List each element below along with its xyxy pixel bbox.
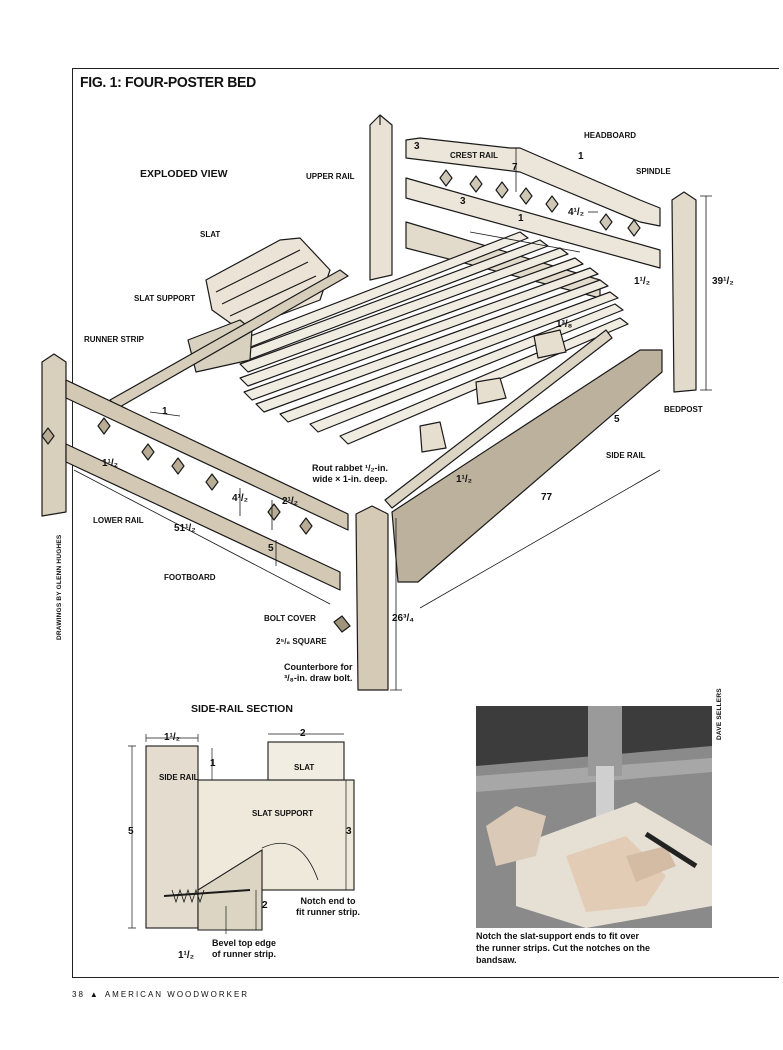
section-dim-1-half-top: 1¹/₂	[164, 732, 181, 743]
square-label: 2⁵/₈ SQUARE	[276, 637, 327, 646]
counterbore-note: Counterbore for ³/₈-in. draw bolt.	[284, 662, 353, 684]
caption-line2: the runner strips. Cut the notches on th…	[476, 943, 651, 953]
footboard-left-post	[41, 353, 67, 517]
near-side-rail	[391, 349, 663, 583]
dim-foot-post-height: 26³/₄	[392, 613, 414, 624]
caption-line3: bandsaw.	[476, 955, 517, 965]
section-slat-label: SLAT	[294, 763, 315, 772]
dim-side-5: 5	[614, 414, 620, 425]
dim-crest-7: 7	[512, 162, 518, 173]
spindle-diamond	[495, 181, 509, 199]
right-bedpost	[671, 191, 697, 393]
notch-note-line1: Notch end to	[300, 896, 356, 906]
counterbore-note-line1: Counterbore for	[284, 662, 353, 672]
figure-frame	[72, 68, 779, 978]
section-side-rail-label: SIDE RAIL	[159, 773, 199, 782]
spindle-diamond	[267, 503, 281, 521]
section-dim-2-bottom: 2	[262, 900, 268, 911]
bevel-note-line2: of runner strip.	[212, 949, 277, 959]
dim-foot-5: 5	[268, 543, 274, 554]
bandsaw-photo	[476, 706, 712, 928]
spindle-diamond	[545, 195, 559, 213]
drawings-credit: DRAWINGS BY GLENN HUGHES	[56, 534, 63, 640]
spindle-diamond	[41, 427, 55, 445]
dim-foot-2-half: 2¹/₂	[282, 496, 299, 507]
runner-strip-label: RUNNER STRIP	[84, 335, 145, 344]
caption-line1: Notch the slat-support ends to fit over	[476, 931, 640, 941]
footboard-label: FOOTBOARD	[164, 573, 216, 582]
section-dim-5: 5	[128, 826, 134, 837]
figure-title: FIG. 1: FOUR-POSTER BED	[80, 73, 256, 91]
spindle-diamond	[205, 473, 219, 491]
bedpost-label: BEDPOST	[664, 405, 703, 414]
headboard-left-post	[369, 114, 393, 281]
notch-note: Notch end to fit runner strip.	[296, 896, 360, 918]
photo-credit: DAVE SELLERS	[716, 688, 723, 740]
foot-right-post	[355, 505, 389, 691]
dim-foot-1: 1	[162, 406, 168, 417]
rabbet-note-line1: Rout rabbet ¹/₂-in.	[312, 463, 388, 473]
dim-spindle-gap: 4¹/₂	[568, 207, 585, 218]
section-dim-2: 2	[300, 728, 306, 739]
section-slat-support-label: SLAT SUPPORT	[252, 809, 314, 818]
footboard-lower-rail	[65, 443, 341, 591]
counterbore-note-line2: ³/₈-in. draw bolt.	[284, 673, 353, 683]
rabbet-note-line2: wide × 1-in. deep.	[312, 474, 388, 484]
lower-rail-label: LOWER RAIL	[93, 516, 144, 525]
dim-bedpost-height: 39¹/₂	[712, 276, 734, 287]
spindle-diamond	[439, 169, 453, 187]
section-title: SIDE-RAIL SECTION	[191, 703, 293, 715]
slat-label: SLAT	[200, 230, 221, 239]
triangle-icon: ▲	[89, 990, 100, 999]
photo-caption: Notch the slat-support ends to fit over …	[476, 930, 776, 966]
publication-name: AMERICAN WOODWORKER	[104, 990, 250, 999]
side-rail-section-drawing	[128, 733, 355, 934]
spindle-diamond	[599, 213, 613, 231]
upper-rail-label: UPPER RAIL	[306, 172, 355, 181]
spindle-diamond	[627, 219, 641, 237]
dim-foot-width: 51¹/₂	[174, 523, 196, 534]
spindle-label: SPINDLE	[636, 167, 671, 176]
slat-support-label: SLAT SUPPORT	[134, 294, 196, 303]
section-dim-3: 3	[346, 826, 352, 837]
exploded-view-label: EXPLODED VIEW	[140, 168, 228, 180]
spindle-diamond	[97, 417, 111, 435]
dim-side-length: 77	[541, 492, 553, 503]
rabbet-note: Rout rabbet ¹/₂-in. wide × 1-in. deep.	[312, 463, 388, 485]
spindle-diamond	[299, 517, 313, 535]
dim-crest-3: 3	[414, 141, 420, 152]
dim-slat-1-3-8: 1³/₈	[556, 319, 573, 330]
spindle-diamond	[519, 187, 533, 205]
bolt-cover-label: BOLT COVER	[264, 614, 316, 623]
bevel-note-line1: Bevel top edge	[212, 938, 277, 948]
footboard-upper-rail	[65, 379, 349, 531]
dim-side-1-half: 1¹/₂	[456, 474, 473, 485]
page-number: 38	[72, 990, 85, 999]
spindle-diamond	[469, 175, 483, 193]
upper-rail	[405, 177, 661, 269]
bolt-cover	[333, 615, 351, 633]
spindle-diamond	[171, 457, 185, 475]
dim-foot-4-half: 4¹/₂	[232, 493, 249, 504]
section-dim-1-half-bottom: 1¹/₂	[178, 950, 195, 961]
crest-rail	[405, 137, 661, 227]
dim-upper-3: 3	[460, 196, 466, 207]
bevel-note: Bevel top edge of runner strip.	[212, 938, 276, 960]
dim-crest-1: 1	[578, 151, 584, 162]
dim-head-1-half: 1¹/₂	[634, 276, 651, 287]
headboard-label: HEADBOARD	[584, 131, 636, 140]
page-footer: 38 ▲ AMERICAN WOODWORKER	[72, 990, 249, 999]
dim-upper-1: 1	[518, 213, 524, 224]
crest-rail-label: CREST RAIL	[450, 151, 498, 160]
dim-foot-1-half: 1¹/₂	[102, 458, 119, 469]
side-rail-label: SIDE RAIL	[606, 451, 646, 460]
section-dim-1: 1	[210, 758, 216, 769]
spindle-diamond	[141, 443, 155, 461]
notch-note-line2: fit runner strip.	[296, 907, 361, 917]
